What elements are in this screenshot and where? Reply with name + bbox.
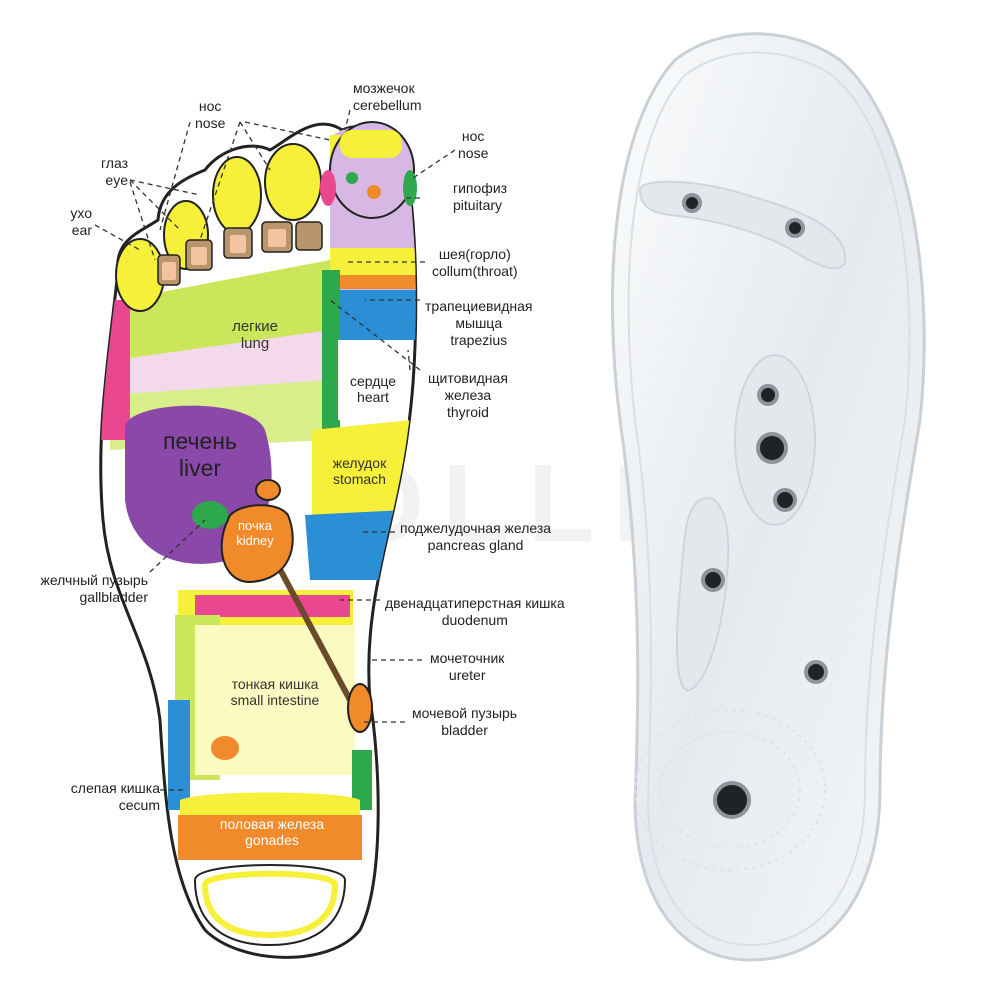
thyroid-zone — [322, 270, 340, 430]
magnetic-insole — [610, 32, 926, 962]
throat-zone — [330, 248, 416, 278]
label-throat: шея(горло)collum(throat) — [432, 246, 518, 279]
gallbladder-zone — [192, 501, 228, 529]
pancreas-zone — [305, 510, 405, 580]
cecum-zone — [168, 700, 190, 810]
magnets — [682, 193, 828, 819]
trapezius-zone — [340, 290, 416, 340]
ear-zone-edge — [100, 300, 130, 440]
toe-2 — [264, 143, 322, 221]
bladder-shape — [347, 683, 373, 733]
leader-lines — [94, 109, 456, 791]
kidney-shape — [220, 504, 294, 584]
stomach-zone — [312, 420, 412, 520]
toe-5 — [115, 238, 165, 312]
ureter-line — [272, 558, 353, 702]
gonades-zone — [178, 815, 362, 860]
toe-3 — [212, 156, 262, 234]
